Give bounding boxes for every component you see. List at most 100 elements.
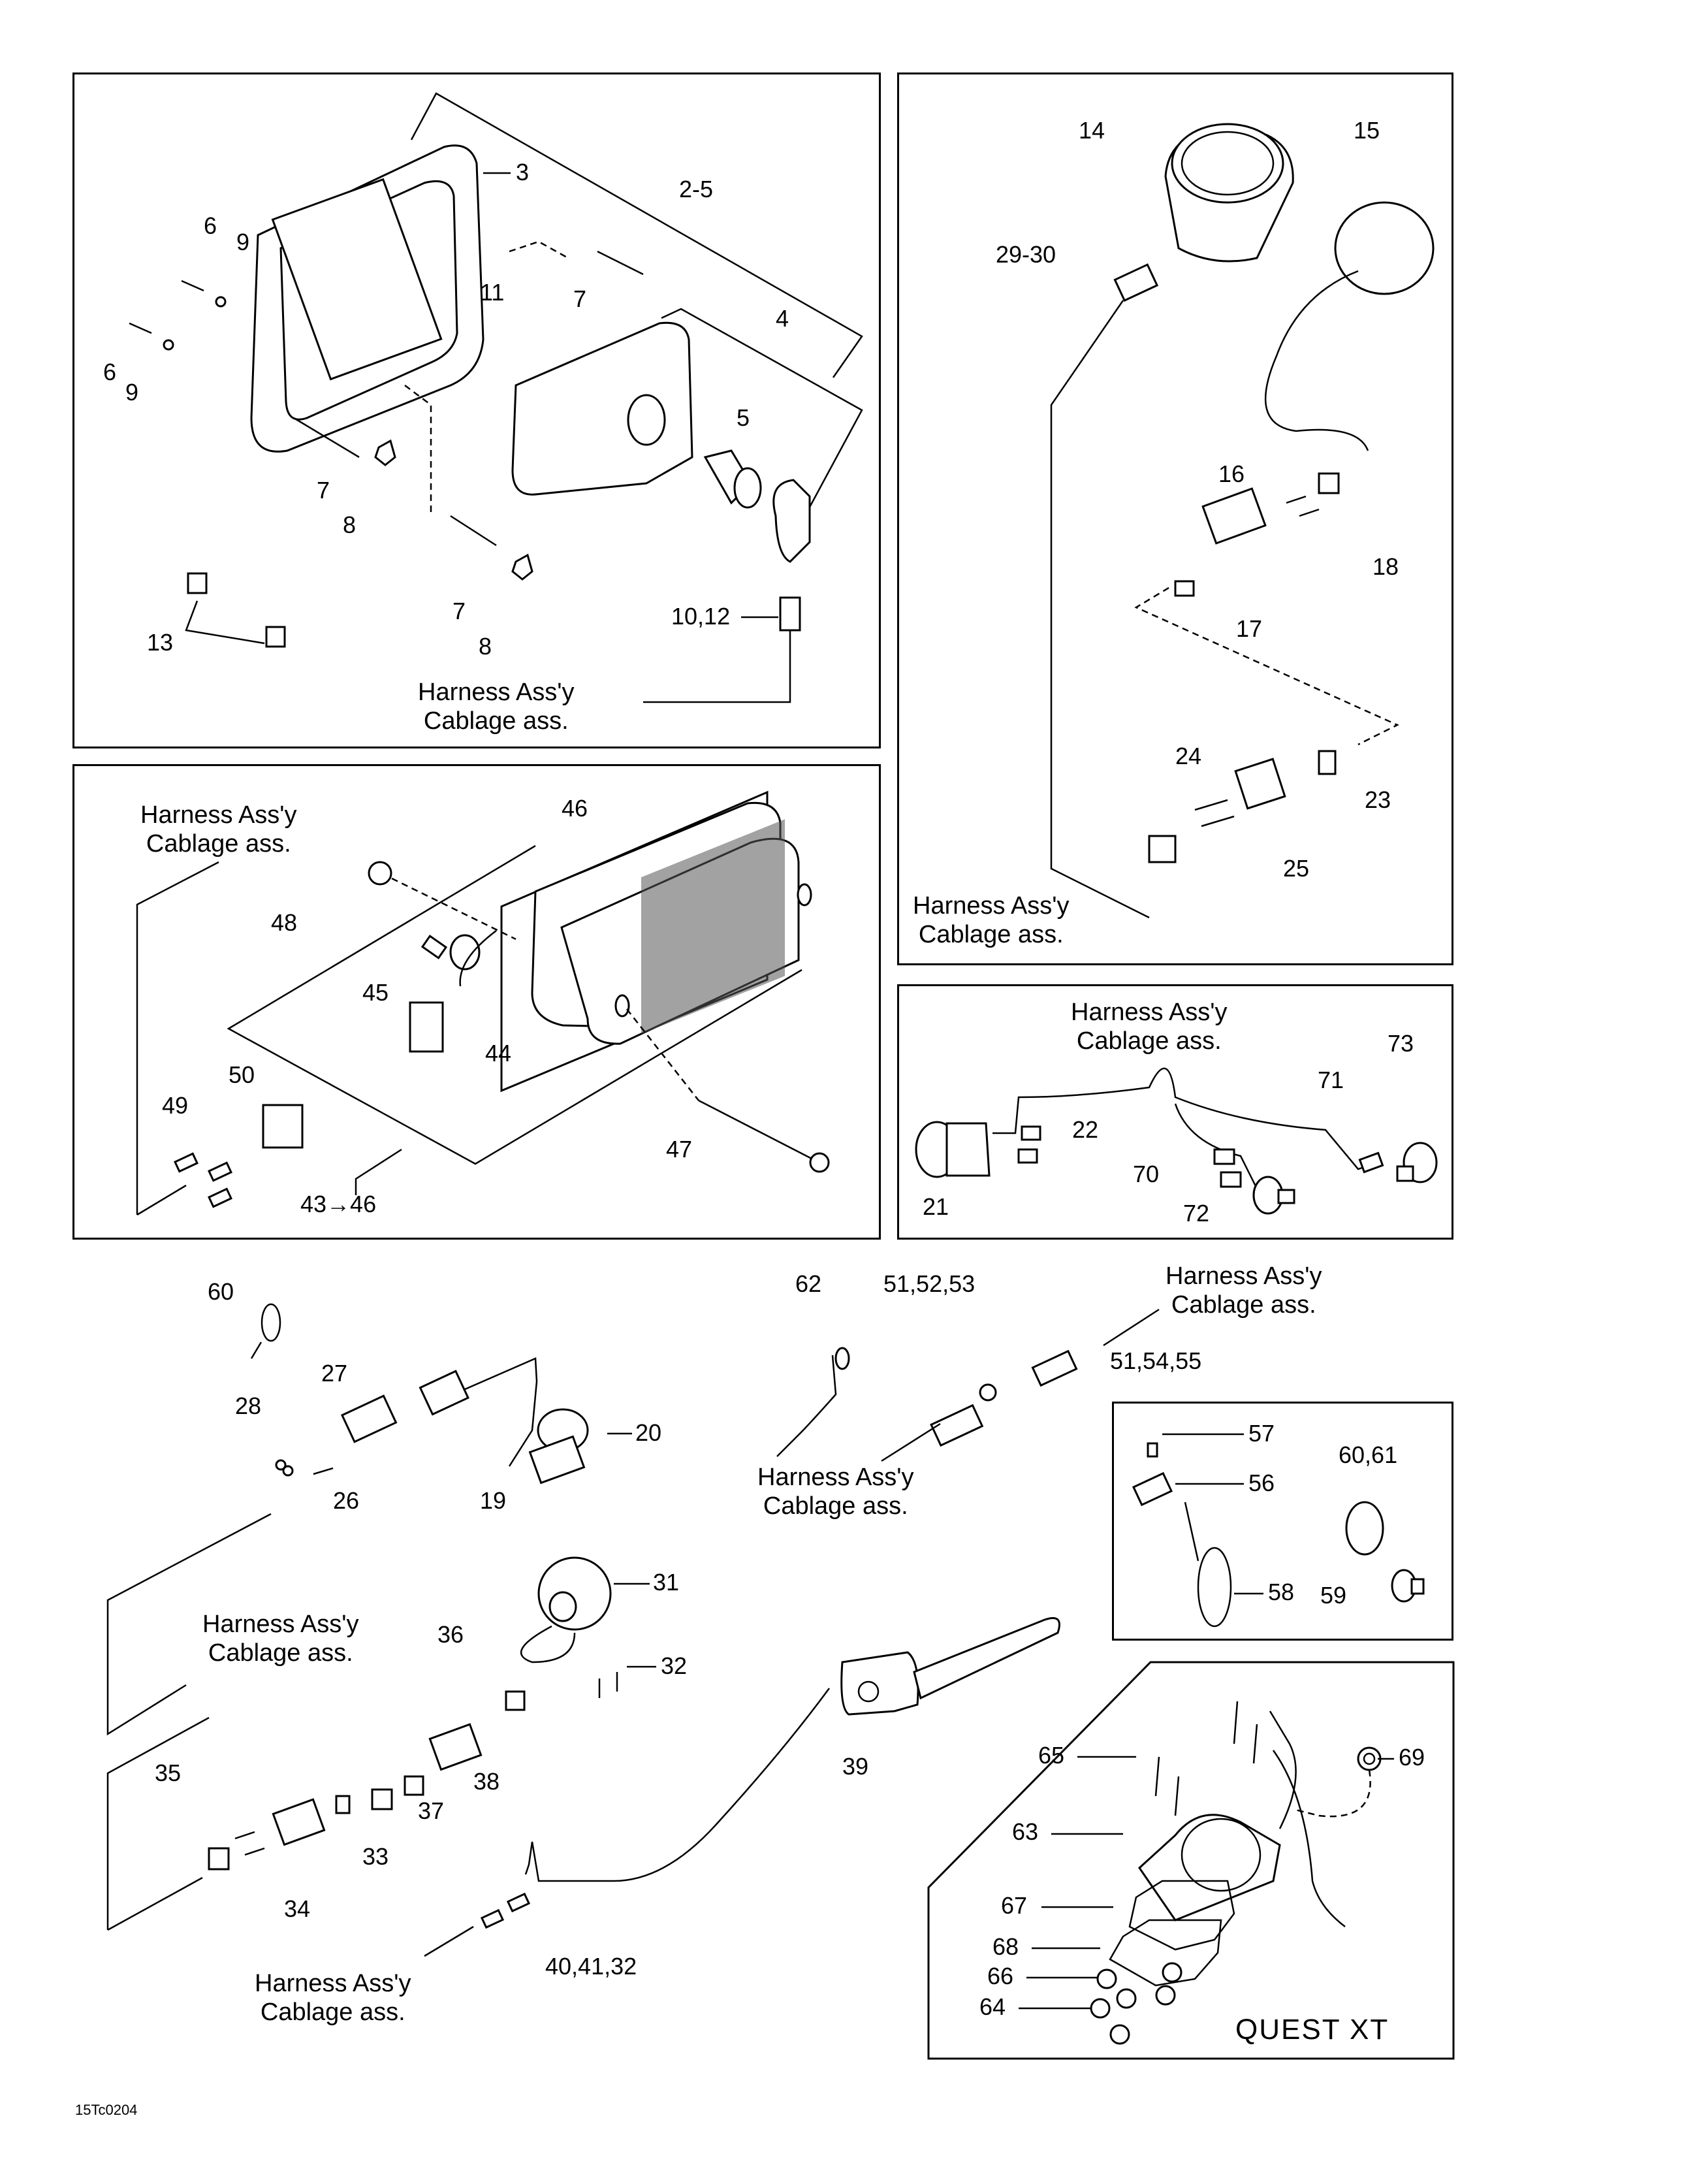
callout-36: 36 xyxy=(437,1621,464,1648)
harness-label-headlight: Harness Ass'y Cablage ass. xyxy=(418,679,575,735)
bulb-45 xyxy=(420,934,481,971)
callout-40-41-32: 40,41,32 xyxy=(545,1953,637,1980)
callout-59: 59 xyxy=(1320,1582,1347,1609)
callout-15: 15 xyxy=(1354,117,1380,144)
callout-31: 31 xyxy=(653,1569,680,1596)
callout-51-52-53: 51,52,53 xyxy=(883,1270,976,1297)
callout-45: 45 xyxy=(362,979,389,1006)
screw-57 xyxy=(1147,1442,1158,1458)
wedge-17 xyxy=(1134,580,1399,746)
callout-64: 64 xyxy=(979,1993,1006,2020)
connector-27 xyxy=(340,1357,538,1467)
callout-7c: 7 xyxy=(452,598,466,624)
wedge-37 xyxy=(371,1788,393,1810)
switch-72 xyxy=(1252,1176,1295,1215)
callout-57: 57 xyxy=(1248,1420,1275,1447)
panel-gauges xyxy=(897,72,1453,965)
callout-17: 17 xyxy=(1236,615,1263,642)
panel-indicators xyxy=(897,984,1453,1240)
headlight-housing-3 xyxy=(250,144,484,453)
terminal-71 xyxy=(1358,1151,1384,1174)
callout-65: 65 xyxy=(1038,1742,1065,1769)
harness-label-taillight: Harness Ass'y Cablage ass. xyxy=(140,801,297,858)
headlight-bracket-2-5 xyxy=(410,92,863,378)
callout-48: 48 xyxy=(271,909,298,936)
figure-code: 15Tc0204 xyxy=(75,2102,138,2118)
screws-32 xyxy=(598,1672,618,1698)
callout-49: 49 xyxy=(162,1092,189,1119)
callout-26: 26 xyxy=(333,1487,360,1514)
socket-4 xyxy=(772,479,811,563)
taillight-assembly-43-46 xyxy=(227,790,812,1195)
callout-39: 39 xyxy=(842,1753,869,1780)
lever-62 xyxy=(776,1347,850,1457)
callout-28: 28 xyxy=(235,1392,262,1419)
grommet-69 xyxy=(1292,1746,1382,1818)
clamp-56 xyxy=(1132,1471,1173,1507)
callout-23: 23 xyxy=(1365,786,1391,813)
callout-24: 24 xyxy=(1175,743,1202,769)
callout-27: 27 xyxy=(321,1360,348,1387)
connector-29-30 xyxy=(1050,263,1159,919)
speedometer-14 xyxy=(1164,123,1294,263)
connector-10-12 xyxy=(643,596,801,703)
bulb-5 xyxy=(703,449,762,509)
knobs-8 xyxy=(374,439,533,581)
callout-4: 4 xyxy=(776,305,789,332)
harness-label-connector-lower: Harness Ass'y Cablage ass. xyxy=(757,1464,914,1520)
callout-37: 37 xyxy=(418,1797,445,1824)
callout-50: 50 xyxy=(229,1061,255,1088)
callout-25: 25 xyxy=(1283,855,1310,882)
harness-label-gauges: Harness Ass'y Cablage ass. xyxy=(913,892,1070,948)
callout-63: 63 xyxy=(1012,1818,1039,1845)
callout-11: 11 xyxy=(480,279,505,306)
callout-68: 68 xyxy=(992,1933,1019,1960)
callout-56: 56 xyxy=(1248,1469,1275,1496)
callout-18: 18 xyxy=(1373,553,1399,580)
callout-34: 34 xyxy=(284,1895,311,1922)
callout-44: 44 xyxy=(485,1040,512,1067)
callout-32: 32 xyxy=(661,1652,688,1679)
cable-tie-58 xyxy=(1184,1502,1232,1628)
push-rivet-59 xyxy=(1391,1569,1425,1603)
model-name: QUEST XT xyxy=(1235,2014,1389,2046)
callout-43-46: 43→46 xyxy=(300,1191,377,1217)
callout-58: 58 xyxy=(1268,1579,1295,1605)
callout-9a: 9 xyxy=(236,229,250,255)
terminals-22 xyxy=(1017,1125,1041,1164)
callout-33: 33 xyxy=(362,1843,389,1870)
connector-18 xyxy=(1201,472,1340,545)
callout-3: 3 xyxy=(516,159,530,185)
key-switch-20 xyxy=(528,1408,589,1485)
callout-73: 73 xyxy=(1388,1030,1414,1057)
callout-16: 16 xyxy=(1218,460,1245,487)
springs-6 xyxy=(129,280,227,351)
terminals-40-41 xyxy=(424,1892,531,1957)
nut-48 xyxy=(368,861,516,940)
callout-47: 47 xyxy=(666,1136,693,1163)
callout-10-12: 10,12 xyxy=(671,603,731,630)
callout-60-61: 60,61 xyxy=(1339,1441,1398,1468)
clips-13 xyxy=(185,572,286,648)
callout-60: 60 xyxy=(208,1278,234,1305)
harness-label-indicators: Harness Ass'y Cablage ass. xyxy=(1071,999,1228,1055)
nuts-washers-64-66 xyxy=(1090,1962,1182,2045)
panel-clips xyxy=(1112,1402,1453,1641)
connector-35 xyxy=(208,1795,351,1871)
connector-38 xyxy=(404,1690,526,1796)
connector-51-52-53 xyxy=(881,1383,997,1462)
callout-38: 38 xyxy=(473,1768,500,1795)
callout-9b: 9 xyxy=(125,379,139,406)
callout-62: 62 xyxy=(795,1270,822,1297)
connector-25 xyxy=(1148,750,1337,863)
callout-7a: 7 xyxy=(573,285,587,312)
callout-8b: 8 xyxy=(479,633,492,660)
callout-7b: 7 xyxy=(317,477,330,504)
callout-13: 13 xyxy=(147,629,174,656)
nut-28 xyxy=(275,1459,334,1477)
clip-60-61 xyxy=(1345,1501,1384,1556)
harness-label-switches: Harness Ass'y Cablage ass. xyxy=(202,1611,359,1667)
callout-8a: 8 xyxy=(343,511,357,538)
callout-5: 5 xyxy=(737,404,750,431)
callout-2-5: 2-5 xyxy=(679,176,714,202)
